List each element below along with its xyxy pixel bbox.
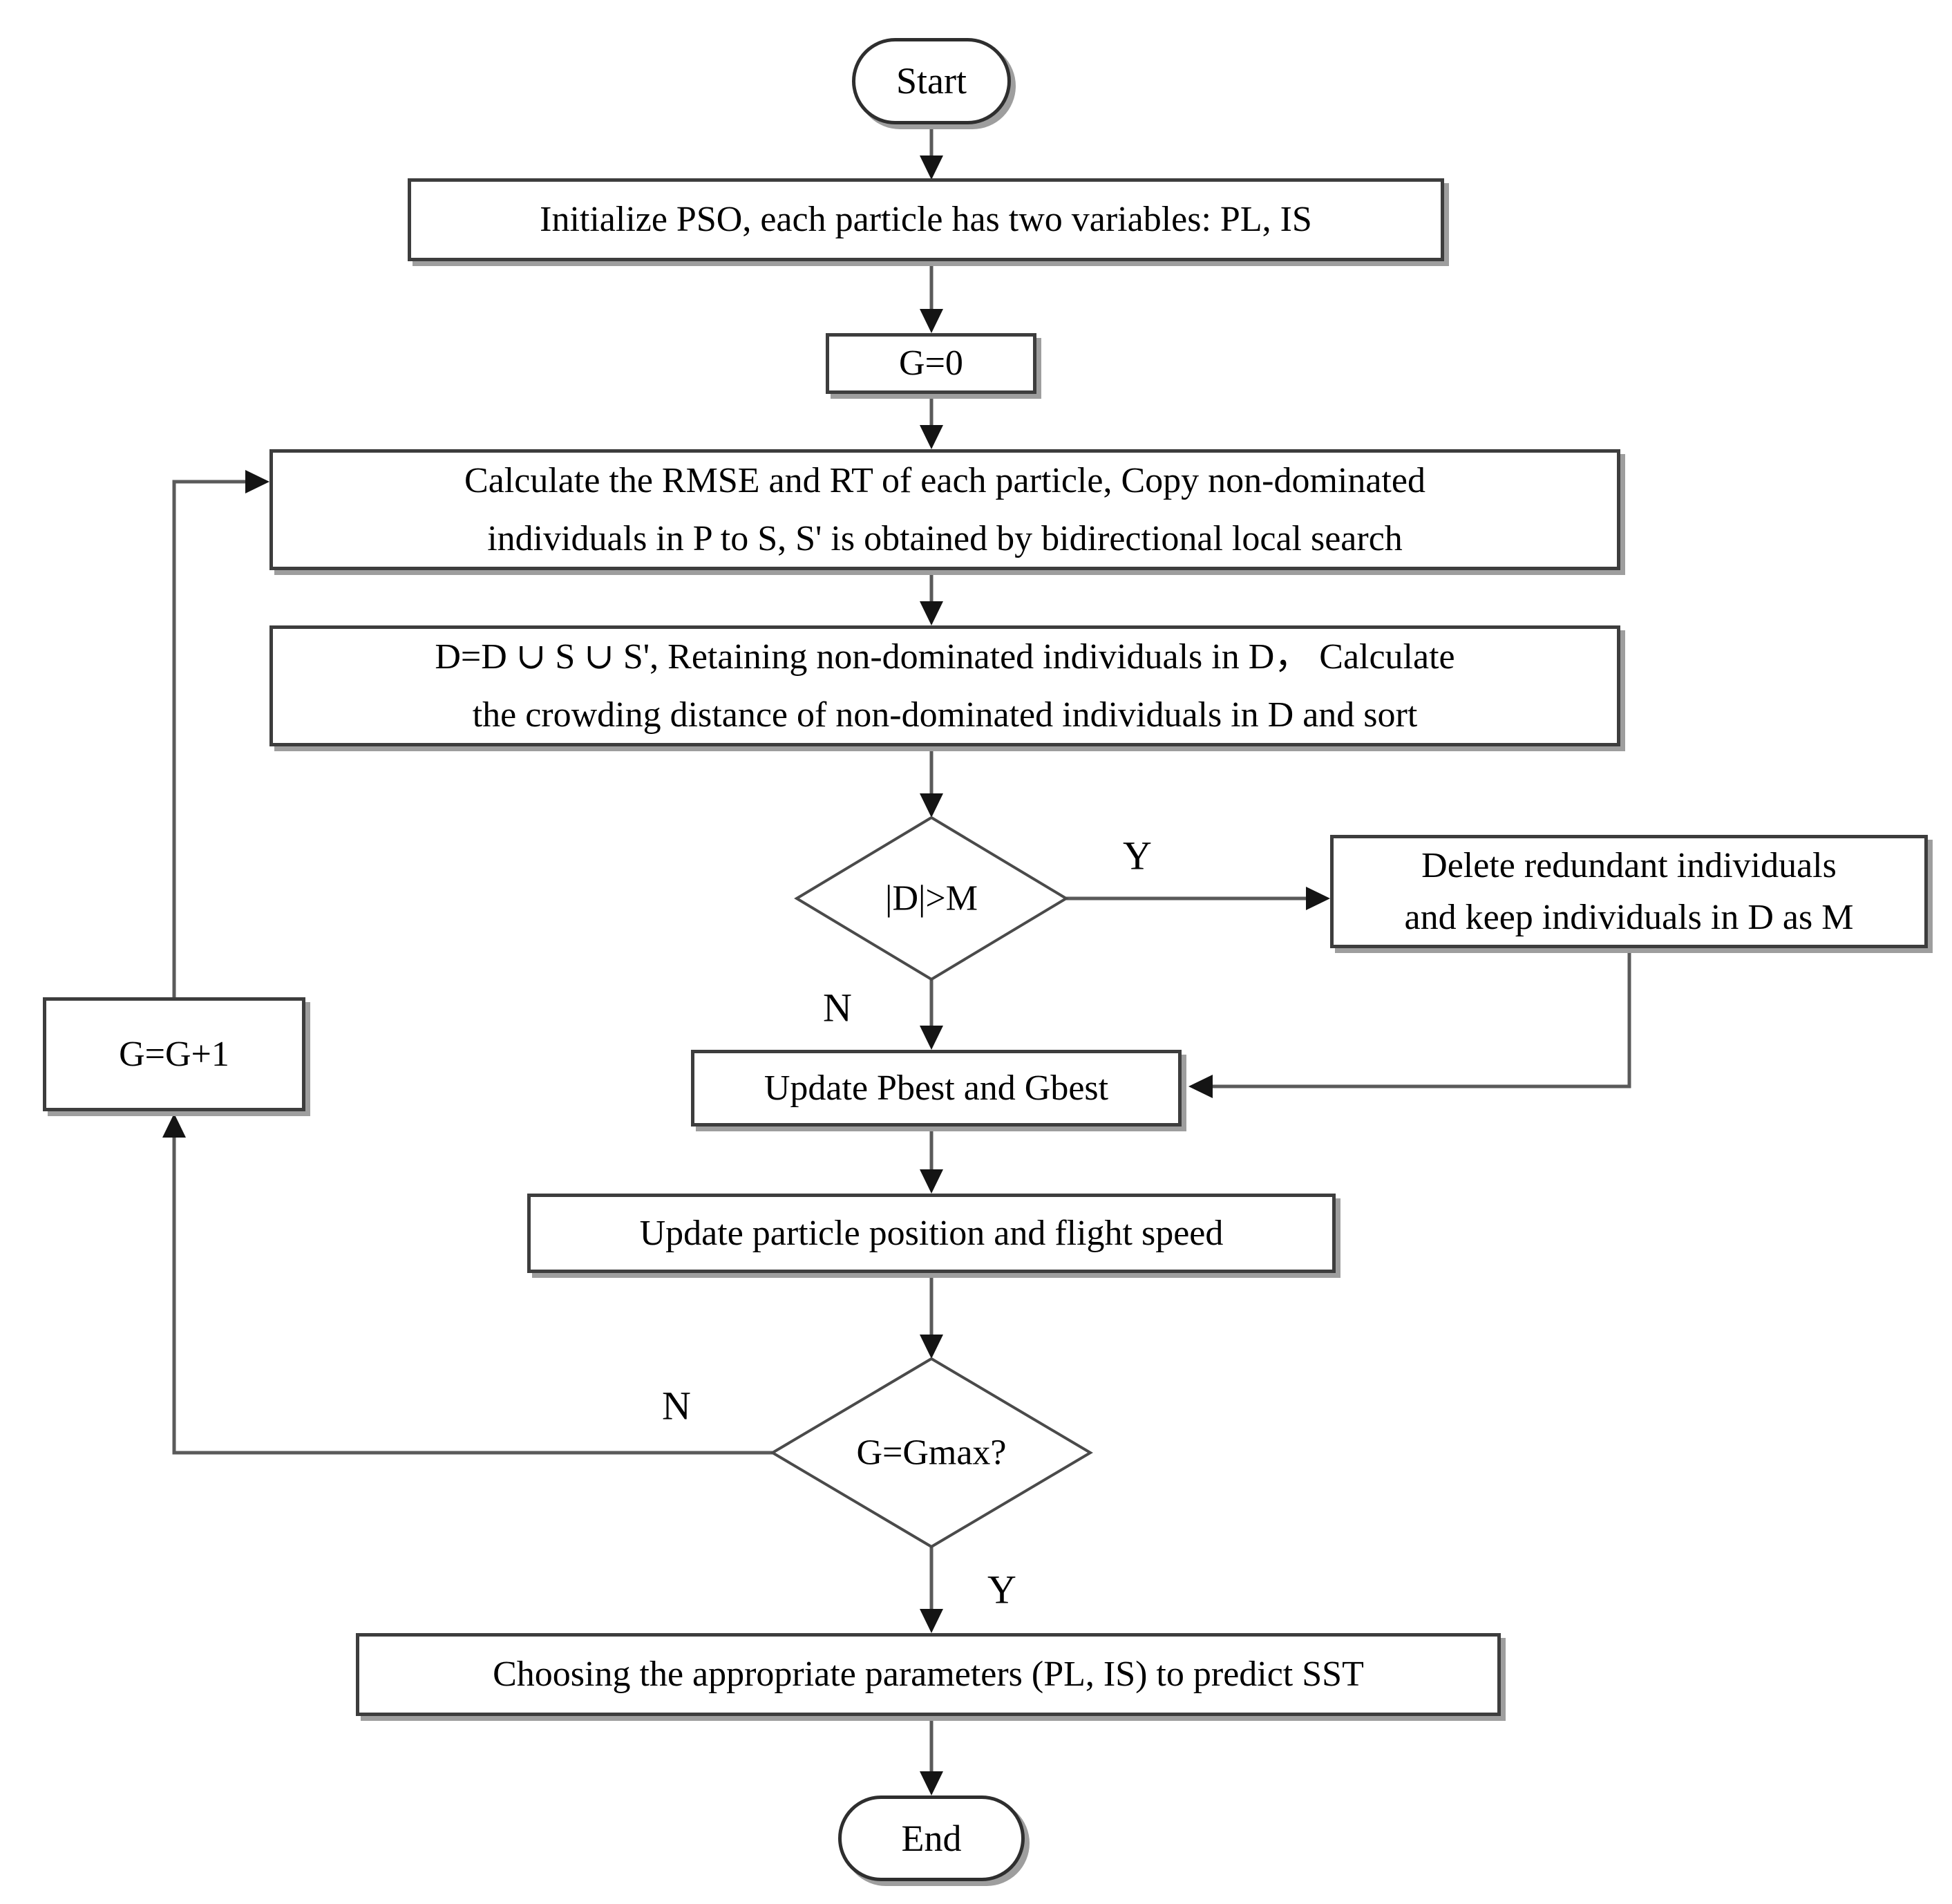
node-g-zero-label: G=0: [899, 343, 963, 383]
decision-gmax-diamond: [770, 1357, 1093, 1549]
arrowhead-into-dunion: [920, 601, 943, 625]
arrowhead-into-delete: [1306, 887, 1330, 910]
node-update-particle-label: Update particle position and flight spee…: [639, 1213, 1224, 1253]
node-g-zero: G=0: [826, 333, 1036, 394]
node-initialize-label: Initialize PSO, each particle has two va…: [540, 200, 1312, 239]
node-g-increment-label: G=G+1: [119, 1034, 229, 1074]
arrowhead-into-particle: [920, 1169, 943, 1194]
arrowhead-into-gincrement: [162, 1113, 186, 1138]
branch-label-dsize-yes: Y: [1123, 833, 1152, 878]
node-d-union-line1: D=D ∪ S ∪ S', Retaining non-dominated in…: [435, 637, 1455, 677]
node-delete-line2: and keep individuals in D as M: [1404, 898, 1854, 937]
node-d-union: D=D ∪ S ∪ S', Retaining non-dominated in…: [269, 625, 1620, 746]
node-choose-parameters: Choosing the appropriate parameters (PL,…: [356, 1633, 1501, 1716]
arrowhead-into-calculate: [920, 425, 943, 449]
node-delete-line1: Delete redundant individuals: [1421, 845, 1837, 885]
edge-gmax-no-gincrement: [172, 1137, 773, 1455]
node-end: End: [838, 1795, 1025, 1881]
edge-gincrement-calculate: [172, 480, 246, 997]
node-update-pbest-gbest: Update Pbest and Gbest: [691, 1050, 1182, 1127]
arrowhead-into-updatebest-top: [920, 1026, 943, 1050]
branch-label-gmax-no: N: [662, 1383, 691, 1429]
decision-d-size-label: |D|>M: [885, 878, 978, 918]
arrowhead-into-dsize: [920, 793, 943, 818]
arrowhead-into-g0: [920, 309, 943, 333]
node-d-union-line2: the crowding distance of non-dominated i…: [472, 695, 1418, 735]
node-initialize-pso: Initialize PSO, each particle has two va…: [408, 178, 1444, 261]
arrowhead-into-initialize: [920, 155, 943, 180]
node-start: Start: [852, 38, 1011, 124]
node-update-particle: Update particle position and flight spee…: [527, 1194, 1336, 1273]
node-end-label: End: [901, 1817, 962, 1859]
node-calculate-line1: Calculate the RMSE and RT of each partic…: [464, 461, 1425, 501]
arrowhead-into-gmax: [920, 1335, 943, 1359]
branch-label-dsize-no: N: [823, 985, 852, 1030]
node-g-increment: G=G+1: [43, 997, 305, 1111]
arrowhead-into-end: [920, 1771, 943, 1795]
node-calculate-rmse: Calculate the RMSE and RT of each partic…: [269, 449, 1620, 570]
arrowhead-into-updatebest-right: [1188, 1075, 1213, 1098]
decision-d-size-diamond: [794, 816, 1069, 981]
arrowhead-into-calculate-left: [245, 470, 269, 493]
edge-delete-updatebest: [1212, 948, 1631, 1088]
node-delete-redundant: Delete redundant individuals and keep in…: [1330, 835, 1928, 948]
node-choose-parameters-label: Choosing the appropriate parameters (PL,…: [493, 1655, 1364, 1694]
decision-gmax-label: G=Gmax?: [856, 1433, 1007, 1473]
branch-label-gmax-yes: Y: [987, 1567, 1016, 1612]
node-calculate-line2: individuals in P to S, S' is obtained by…: [487, 518, 1403, 558]
node-update-pbest-gbest-label: Update Pbest and Gbest: [764, 1068, 1109, 1108]
node-start-label: Start: [896, 60, 967, 102]
arrowhead-into-choose: [920, 1609, 943, 1633]
